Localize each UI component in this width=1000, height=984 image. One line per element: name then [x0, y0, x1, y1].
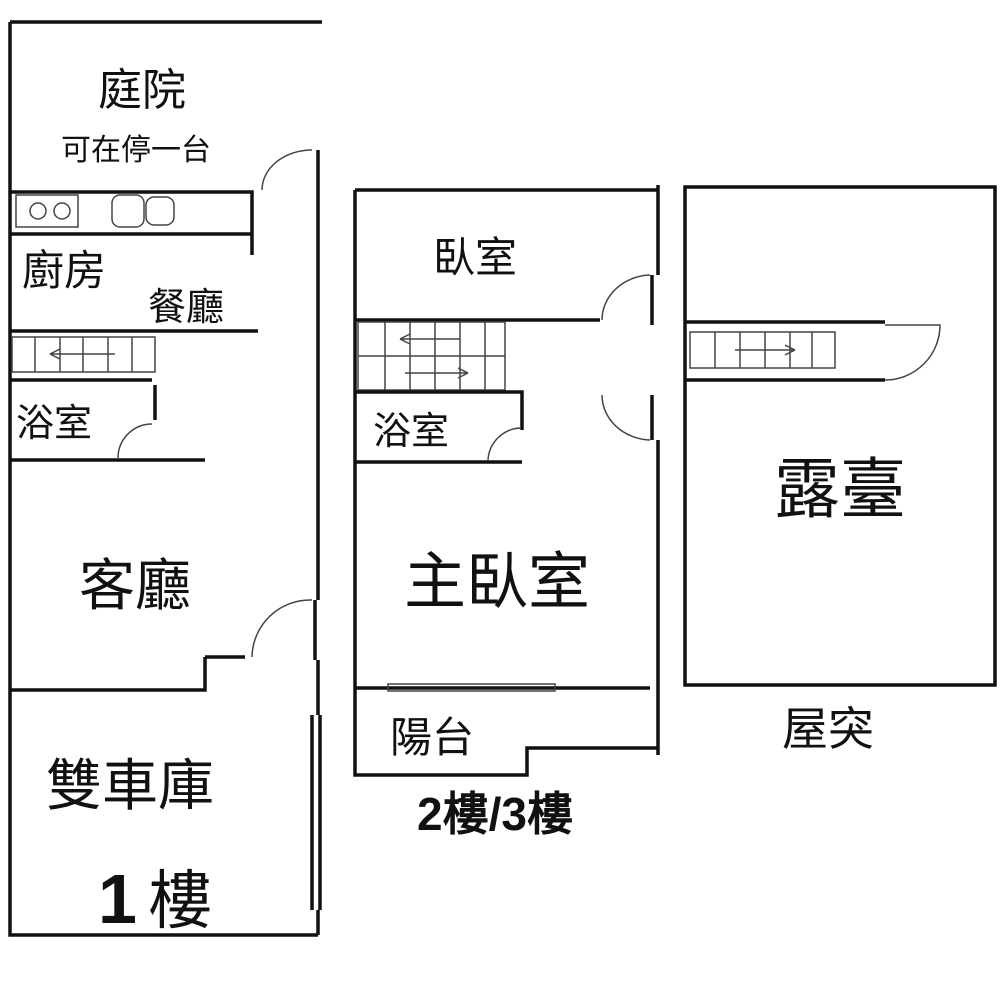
floor-1-suffix: 樓 [148, 865, 212, 939]
living-label: 客廳 [79, 554, 191, 619]
door-swing-icon [251, 599, 313, 658]
sink-icon [111, 194, 145, 228]
kitchen-label: 廚房 [22, 246, 106, 295]
yard-note: 可在停一台 [61, 133, 211, 168]
yard-label: 庭院 [98, 65, 186, 116]
door-swing-icon [261, 149, 313, 191]
stove-icon [15, 194, 79, 228]
bedroom-label: 臥室 [433, 233, 517, 282]
bath-2-label: 浴室 [373, 409, 449, 453]
terrace-label: 露臺 [774, 451, 906, 528]
stairs-icon [357, 321, 506, 391]
door-swing-icon [601, 274, 651, 441]
dining-label: 餐廳 [148, 285, 224, 329]
floor-2-3-plan: 臥室 浴室 主臥室 陽台 2樓/3樓 [353, 185, 660, 840]
stairs-icon [689, 331, 836, 369]
bath-label: 浴室 [16, 401, 92, 445]
balcony-label: 陽台 [390, 713, 474, 762]
door-swing-icon [117, 423, 153, 459]
master-bedroom-label: 主臥室 [404, 545, 590, 618]
door-swing-icon [487, 427, 521, 461]
window-icon [387, 683, 556, 692]
roof-plan: 露臺 屋突 [683, 185, 997, 756]
floor-2-3-label: 2樓/3樓 [417, 788, 573, 840]
stairs-icon [11, 336, 156, 373]
roof-label: 屋突 [782, 702, 874, 756]
floor-1-number: 1 [98, 860, 137, 938]
door-swing-icon [884, 324, 941, 381]
garage-label: 雙車庫 [46, 754, 214, 819]
floor-1-plan: 庭院 可在停一台 廚房 餐廳 浴室 客廳 雙車庫 1 樓 [8, 20, 322, 939]
